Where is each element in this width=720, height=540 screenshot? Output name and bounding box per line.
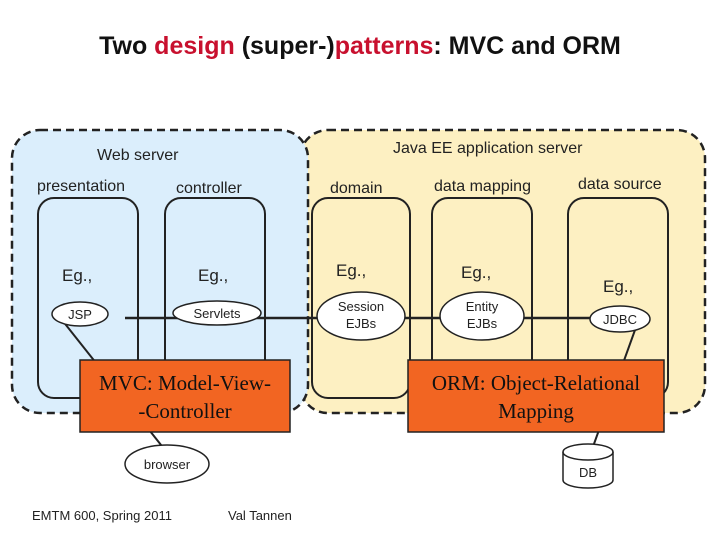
tier-eg-controller: Eg.,	[198, 266, 228, 285]
mvc-callout-line1: MVC: Model-View-	[99, 371, 271, 395]
tier-eg-data-mapping: Eg.,	[461, 263, 491, 282]
footer-course: EMTM 600, Spring 2011	[32, 508, 172, 523]
tier-header-domain: domain	[330, 180, 382, 197]
jsp-label: JSP	[68, 307, 92, 322]
jsp-oval	[51, 301, 109, 327]
session-ejbs-oval	[316, 291, 406, 341]
tier-header-presentation: presentation	[37, 178, 125, 195]
footer-author: Val Tannen	[228, 508, 292, 523]
tier-header-data-mapping: data mapping	[434, 178, 531, 195]
title-part-5: : MVC and ORM	[433, 32, 621, 60]
title-part-3: (super-)	[234, 32, 335, 60]
tier-eg-presentation: Eg.,	[62, 266, 92, 285]
app-server-label: Java EE application server	[393, 140, 583, 157]
mvc-callout	[79, 359, 291, 433]
title-part-1: Two	[99, 32, 155, 60]
tier-header-data-source: data source	[578, 176, 662, 193]
servlets-label: Servlets	[194, 306, 241, 321]
browser-label: browser	[144, 457, 191, 472]
mvc-callout-line2: -Controller	[138, 399, 231, 423]
session-ejbs-label-line1: Session	[338, 299, 384, 314]
web-server-region	[10, 128, 310, 415]
title-design: design	[154, 32, 235, 60]
jdbc-label: JDBC	[603, 312, 637, 327]
session-ejbs-label-line2: EJBs	[346, 316, 377, 331]
entity-ejbs-oval	[439, 291, 525, 341]
tier-eg-data-source: Eg.,	[603, 277, 633, 296]
browser-node	[124, 444, 210, 484]
entity-ejbs-label-line2: EJBs	[467, 316, 498, 331]
tier-eg-domain: Eg.,	[336, 261, 366, 280]
orm-callout	[407, 359, 665, 433]
title-patterns: patterns	[334, 32, 434, 60]
tier-column-domain	[311, 197, 411, 399]
servlets-oval	[172, 300, 262, 326]
web-server-label: Web server	[97, 147, 179, 164]
db-cylinder-icon	[562, 443, 614, 489]
orm-callout-line2: Mapping	[498, 399, 574, 423]
tier-header-controller: controller	[176, 180, 242, 197]
jdbc-oval	[589, 305, 651, 333]
page-title: Two design (super-)patterns: MVC and ORM	[0, 32, 720, 61]
db-label: DB	[579, 465, 597, 480]
entity-ejbs-label-line1: Entity	[466, 299, 499, 314]
orm-callout-line1: ORM: Object-Relational	[432, 371, 640, 395]
